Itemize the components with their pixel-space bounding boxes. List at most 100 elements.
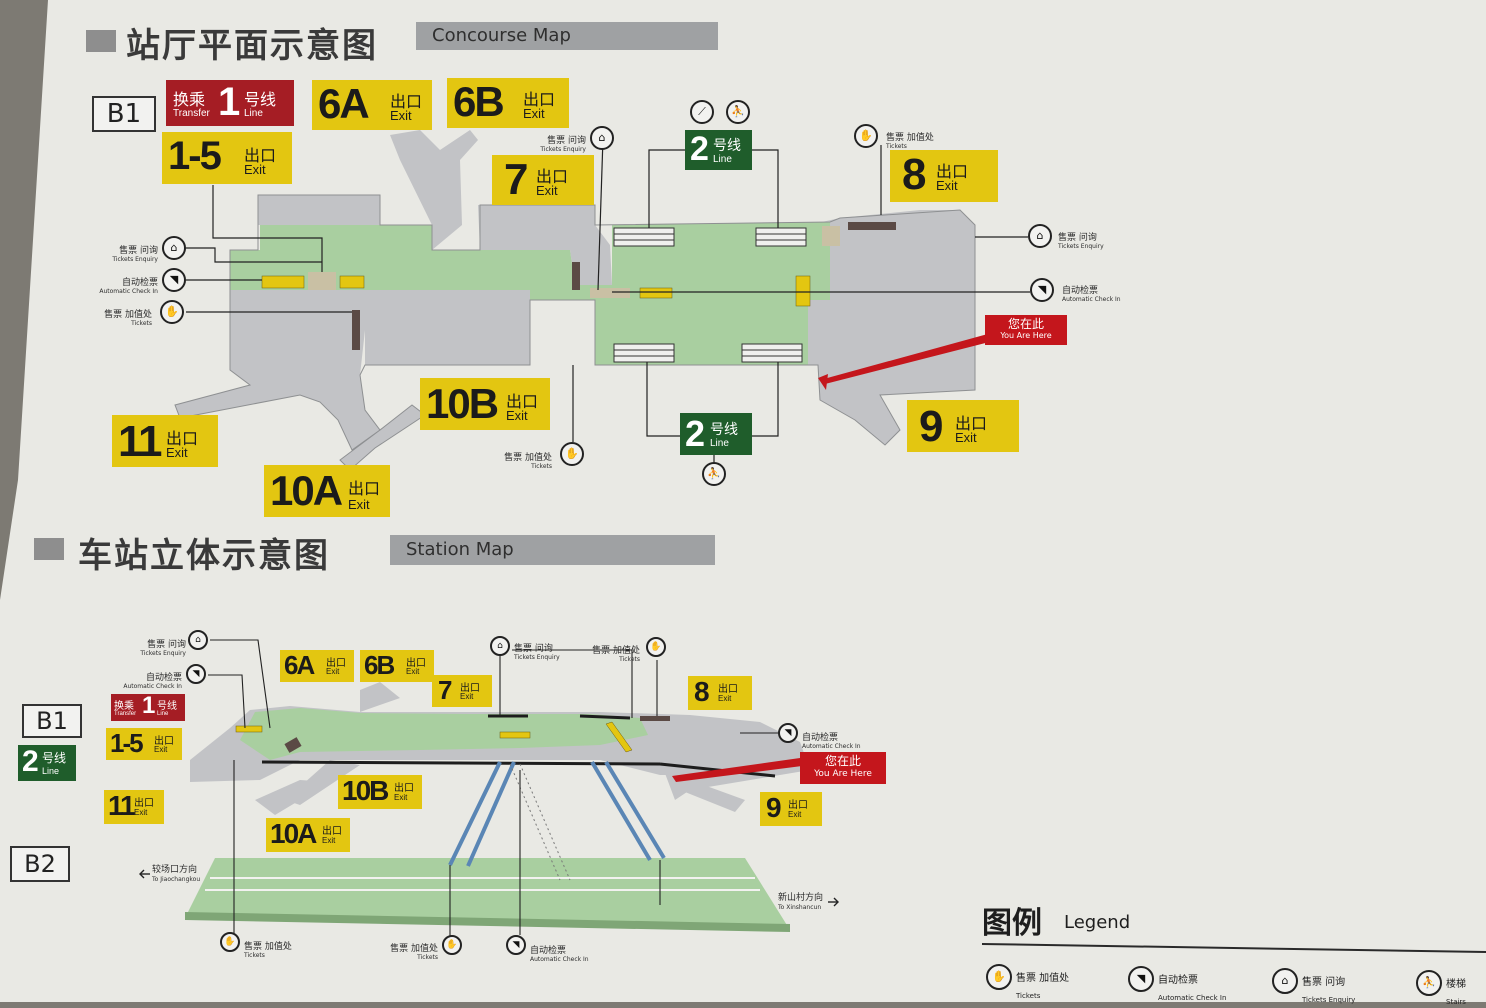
exit-cn: 出口	[394, 783, 414, 794]
legend-title-cn: 图例	[982, 906, 1042, 941]
ticket-enquiry-icon: ⌂	[1028, 224, 1052, 248]
exit-1-5-sign: 1-5 出口 Exit	[106, 728, 182, 760]
exit-11-sign: 11 出口 Exit	[104, 790, 164, 824]
ticket-enquiry-icon: ⌂	[490, 636, 510, 656]
exit-number: 8	[694, 676, 710, 707]
exit-en: Exit	[390, 108, 412, 123]
station-title-cn: 车站立体示意图	[78, 536, 330, 576]
exit-en: Exit	[936, 178, 958, 193]
exit-cn: 出口	[166, 429, 199, 448]
stairs-icon: ⛹	[702, 462, 726, 486]
ticket-topup-icon: ✋	[442, 935, 462, 955]
exit-cn: 出口	[718, 684, 738, 695]
auto-gate-icon: ◥	[186, 664, 206, 684]
line2-en: Line	[42, 766, 60, 776]
exit-cn: 出口	[348, 479, 381, 498]
transfer-line-number: 1	[142, 692, 156, 719]
exit-8-sign: 8 出口 Exit	[890, 150, 998, 202]
station-title-en: Station Map	[390, 535, 715, 565]
exit-en: Exit	[134, 808, 148, 817]
exit-cn: 出口	[406, 658, 426, 669]
exit-10b-sign: 10B 出口 Exit	[420, 378, 550, 430]
ticket-enquiry-icon: ⌂	[188, 630, 208, 650]
transfer-line1-badge: 换乘 Transfer 1 号线 Line	[166, 80, 294, 126]
level-b1-label: B1	[92, 96, 156, 132]
exit-number: 7	[504, 155, 529, 204]
exit-number: 6B	[364, 650, 395, 680]
concourse-title-cn: 站厅平面示意图	[126, 26, 378, 66]
legend-title-en: Legend	[1064, 912, 1131, 933]
stairs-icon: ⛹	[726, 100, 750, 124]
ticket-enquiry-icon: ⌂	[590, 126, 614, 150]
exit-10a-sign: 10A 出口 Exit	[264, 465, 390, 517]
line2-en: Line	[710, 438, 729, 449]
exit-en: Exit	[166, 445, 188, 460]
exit-en: Exit	[788, 810, 802, 819]
you-are-here-marker: 您在此 You Are Here	[985, 315, 1067, 345]
exit-number: 9	[919, 402, 944, 451]
you-are-here-marker: 您在此 You Are Here	[800, 752, 886, 784]
exit-6b-sign: 6B 出口 Exit	[447, 78, 569, 128]
ticket-topup-icon: ✋	[854, 124, 878, 148]
line2-number: 2	[690, 130, 709, 168]
exit-number: 6B	[453, 78, 505, 125]
exit-6a-sign: 6A 出口 Exit	[280, 650, 354, 682]
exit-number: 6A	[318, 80, 370, 127]
exit-cn: 出口	[154, 736, 174, 747]
exit-en: Exit	[244, 162, 266, 177]
ticket-topup-icon: ✋	[986, 964, 1012, 990]
exit-cn: 出口	[936, 162, 969, 181]
exit-6a-sign: 6A 出口 Exit	[312, 80, 432, 130]
transfer-cn: 换乘	[173, 90, 206, 109]
exit-en: Exit	[322, 836, 336, 845]
line2-number: 2	[685, 413, 706, 454]
heading-square-marker	[34, 538, 64, 560]
line2-cn: 号线	[713, 138, 741, 154]
line2-cn: 号线	[42, 751, 67, 765]
exit-7-sign: 7 出口 Exit	[432, 675, 492, 707]
line2-badge: 2 号线 Line	[680, 413, 752, 455]
auto-gate-icon: ◥	[1128, 966, 1154, 992]
exit-number: 1-5	[168, 134, 222, 178]
exit-en: Exit	[955, 430, 977, 445]
ticket-enquiry-icon: ⌂	[162, 236, 186, 260]
exit-11-sign: 11 出口 Exit	[112, 415, 218, 467]
exit-number: 9	[766, 792, 782, 823]
exit-number: 1-5	[110, 728, 144, 758]
exit-en: Exit	[326, 667, 340, 676]
transfer-line-number: 1	[218, 80, 241, 124]
exit-cn: 出口	[506, 392, 539, 411]
exit-en: Exit	[460, 692, 474, 701]
transfer-cn: 换乘	[114, 701, 134, 712]
exit-en: Exit	[506, 408, 528, 423]
exit-cn: 出口	[326, 658, 346, 669]
you-are-here-cn: 您在此	[1007, 317, 1044, 331]
line2-number: 2	[22, 745, 39, 778]
line2-badge: 2 号线 Line	[685, 130, 752, 170]
level-b1-label: B1	[22, 704, 82, 738]
exit-number: 11	[118, 417, 162, 466]
transfer-line1-badge: 换乘 Transfer 1 号线 Line	[111, 692, 185, 721]
ticket-topup-icon: ✋	[220, 932, 240, 952]
exit-cn: 出口	[390, 92, 423, 111]
exit-number: 8	[902, 150, 927, 199]
exit-1-5-sign: 1-5 出口 Exit	[162, 132, 292, 184]
exit-9-sign: 9 出口 Exit	[760, 792, 822, 826]
concourse-title-en: Concourse Map	[416, 22, 718, 50]
ticket-topup-icon: ✋	[160, 300, 184, 324]
